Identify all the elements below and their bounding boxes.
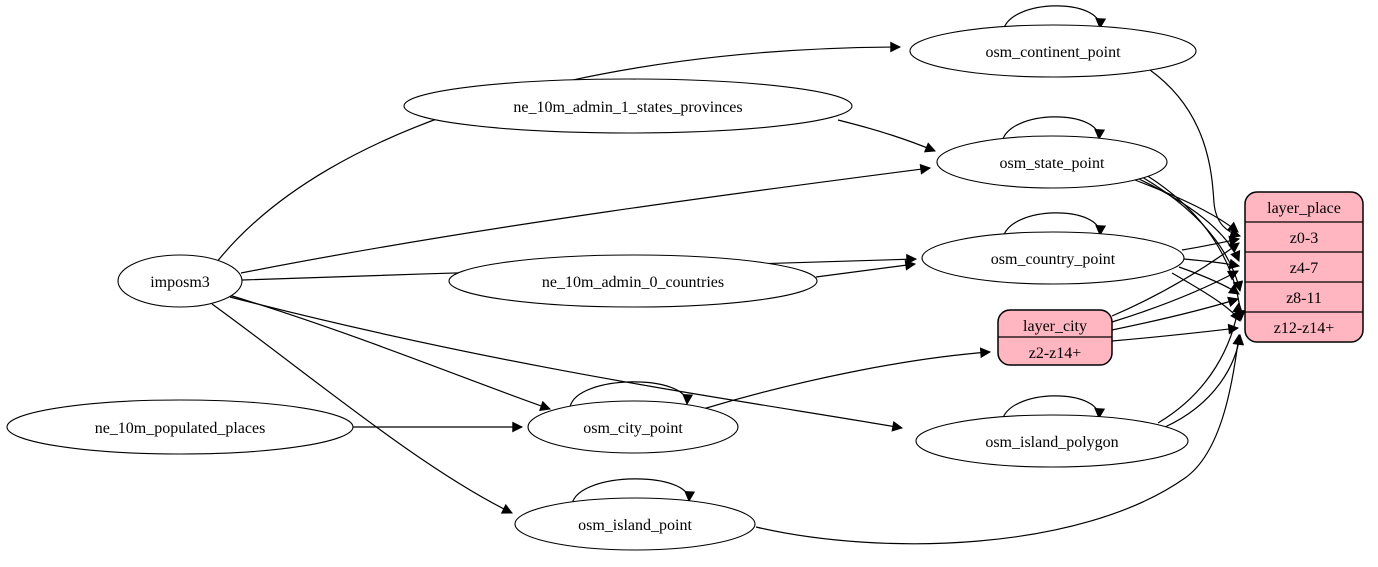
self-loop-osm-city-point <box>569 381 693 408</box>
node-osm-continent-point-label: osm_continent_point <box>985 44 1121 61</box>
node-osm-island-point: osm_island_point <box>514 497 756 551</box>
edge-layer-city-to-z4-7 <box>1111 270 1239 323</box>
node-osm-continent-point: osm_continent_point <box>909 24 1197 78</box>
node-osm-country-point-shape <box>921 231 1185 285</box>
node-osm-city-point-shape <box>527 400 739 454</box>
node-layer-place: layer_place z0-3 z4-7 z8-11 z12-z14+ <box>1244 191 1364 343</box>
edge-imposm3-to-osm-city-point <box>228 294 552 411</box>
node-osm-island-point-label: osm_island_point <box>578 517 692 534</box>
layer-place-title: layer_place <box>1267 200 1341 217</box>
edge-layer-city-to-z8-11 <box>1111 296 1240 331</box>
layer-city-title: layer_city <box>1023 318 1087 335</box>
node-osm-city-point-label: osm_city_point <box>583 420 683 437</box>
node-ne-10m-admin-1-shape <box>403 78 853 134</box>
edge-continent-to-z0-3 <box>1149 69 1242 239</box>
node-osm-island-polygon-label: osm_island_polygon <box>985 434 1118 451</box>
layer-city-row-z2-z14: z2-z14+ <box>1029 345 1082 362</box>
node-osm-state-point-shape <box>936 135 1168 189</box>
node-ne-10m-populated-places-label: ne_10m_populated_places <box>95 420 266 437</box>
edge-imposm3-to-osm-island-point <box>211 303 513 514</box>
node-ne-10m-admin-1-states-provinces: ne_10m_admin_1_states_provinces <box>403 78 853 134</box>
node-osm-island-polygon: osm_island_polygon <box>915 414 1189 468</box>
node-ne-10m-admin-0-shape <box>448 254 818 308</box>
edge-state-to-z8-11 <box>1141 176 1244 293</box>
edge-imposm3-to-osm-island-polygon <box>229 296 904 432</box>
node-ne-10m-admin-1-label: ne_10m_admin_1_states_provinces <box>513 99 742 116</box>
self-loop-osm-island-polygon <box>1001 395 1106 422</box>
node-osm-country-point: osm_country_point <box>921 231 1185 285</box>
edge-layer <box>211 5 1246 545</box>
edge-state-to-z4-7 <box>1138 178 1241 262</box>
edge-layer-city-to-z0-3 <box>1111 242 1240 317</box>
node-imposm3-shape <box>117 254 243 308</box>
self-loop-osm-island-point <box>571 478 695 505</box>
node-imposm3: imposm3 <box>117 254 243 308</box>
edge-island-polygon-to-z8-11 <box>1157 301 1243 424</box>
edge-imposm3-to-osm-state-point <box>240 163 932 274</box>
node-osm-continent-point-shape <box>909 24 1197 78</box>
node-osm-state-point-label: osm_state_point <box>1000 155 1105 172</box>
edge-country-to-z4-7 <box>1183 258 1241 270</box>
node-osm-state-point: osm_state_point <box>936 135 1168 189</box>
node-layer-place-box <box>1244 191 1364 343</box>
edge-island-polygon-to-z12-z14 <box>1164 333 1245 428</box>
self-loop-osm-country-point <box>1002 212 1107 239</box>
node-ne-10m-admin-0-countries: ne_10m_admin_0_countries <box>448 254 818 308</box>
node-ne-10m-populated-places-shape <box>6 399 354 455</box>
node-layer-city: layer_city z2-z14+ <box>997 309 1113 366</box>
layer-place-row-z12-z14: z12-z14+ <box>1274 320 1335 337</box>
node-osm-island-point-shape <box>514 497 756 551</box>
edge-country-to-z0-3 <box>1181 235 1241 251</box>
self-loop-osm-state-point <box>1001 116 1106 143</box>
node-ne-10m-admin-0-label: ne_10m_admin_0_countries <box>542 274 724 291</box>
self-loop-osm-continent-point <box>1002 5 1107 32</box>
node-imposm3-label: imposm3 <box>150 274 210 291</box>
edge-city-to-layer-city <box>702 347 992 410</box>
edge-state-to-z0-3 <box>1134 179 1239 233</box>
node-osm-country-point-label: osm_country_point <box>991 251 1116 268</box>
node-osm-city-point: osm_city_point <box>527 400 739 454</box>
edge-ne-admin0-to-osm-country-point <box>815 259 917 278</box>
node-ne-10m-populated-places: ne_10m_populated_places <box>6 399 354 455</box>
node-osm-island-polygon-shape <box>915 414 1189 468</box>
edge-island-point-to-z12-z14 <box>755 333 1244 545</box>
layer-place-row-z8-11: z8-11 <box>1286 290 1322 307</box>
edge-ne-admin1-to-osm-state-point <box>837 119 937 153</box>
layer-place-row-z4-7: z4-7 <box>1290 260 1318 277</box>
edge-imposm3-to-osm-continent-point <box>215 41 902 264</box>
edge-layer-city-to-z12-z14 <box>1111 323 1240 342</box>
layer-place-row-z0-3: z0-3 <box>1290 230 1318 247</box>
